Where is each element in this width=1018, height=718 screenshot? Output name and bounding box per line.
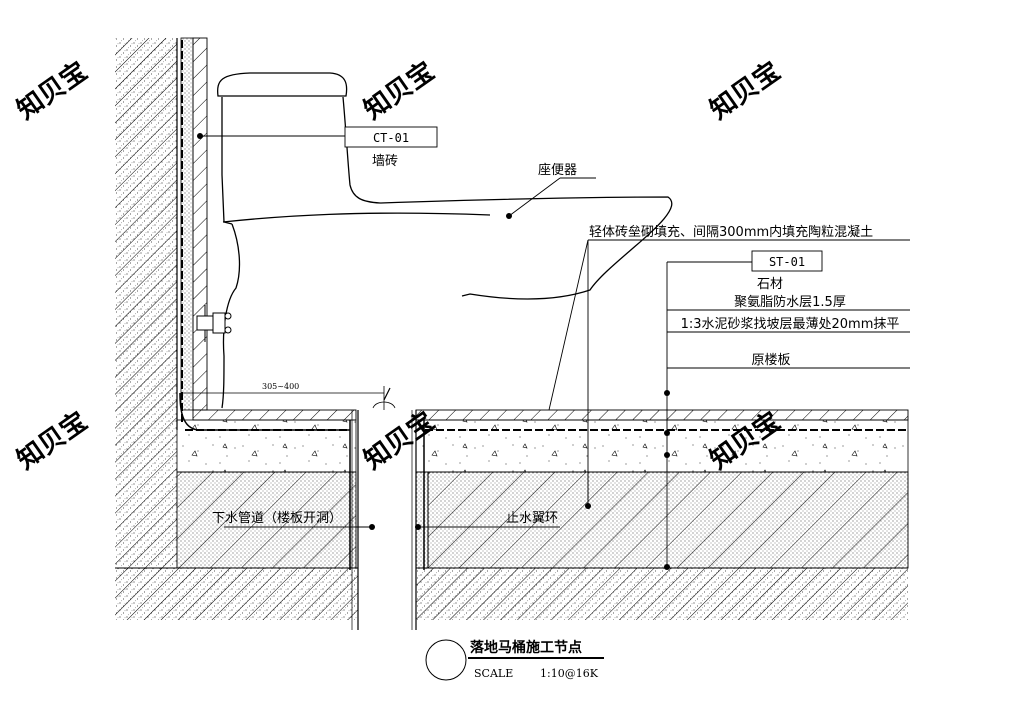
svg-text:知贝宝: 知贝宝 — [704, 56, 786, 126]
water-valve-icon — [196, 305, 232, 342]
title-block: 落地马桶施工节点 SCALE 1:10@16K — [425, 639, 604, 681]
drain-pipe-label: 下水管道（楼板开洞） — [212, 511, 342, 526]
svg-text:知贝宝: 知贝宝 — [11, 406, 93, 476]
st-tag: ST-01 — [769, 255, 805, 269]
scale-value: 1:10@16K — [540, 667, 599, 680]
floor-right-block — [415, 409, 909, 630]
leader-lines — [200, 126, 910, 567]
drain-pipe — [179, 392, 413, 630]
title-text: 落地马桶施工节点 — [470, 639, 582, 656]
filler-label: 轻体砖垒砌填充、间隔300mm内填充陶粒混凝土 — [589, 224, 873, 240]
floor-left-block — [115, 409, 359, 630]
leader-dots — [197, 133, 670, 570]
wall-tile-label: 墙砖 — [372, 154, 398, 169]
mortar-label: 1:3水泥砂浆找坡层最薄处20mm抹平 — [681, 317, 900, 332]
water-ring-label: 止水翼环 — [506, 511, 558, 526]
svg-text:知贝宝: 知贝宝 — [358, 56, 440, 126]
detail-circle — [425, 639, 467, 681]
waterproof-label: 聚氨脂防水层1.5厚 — [734, 294, 846, 310]
scale-label: SCALE — [474, 667, 513, 680]
toilet-label: 座便器 — [538, 163, 577, 178]
dimension-line — [182, 386, 396, 410]
ct-tag: CT-01 — [373, 131, 409, 145]
toilet-outline — [217, 72, 673, 409]
stone-label: 石材 — [757, 277, 783, 292]
svg-text:知贝宝: 知贝宝 — [11, 56, 93, 126]
dimension-label: 305~400 — [262, 382, 299, 391]
slab-label: 原楼板 — [751, 353, 790, 368]
